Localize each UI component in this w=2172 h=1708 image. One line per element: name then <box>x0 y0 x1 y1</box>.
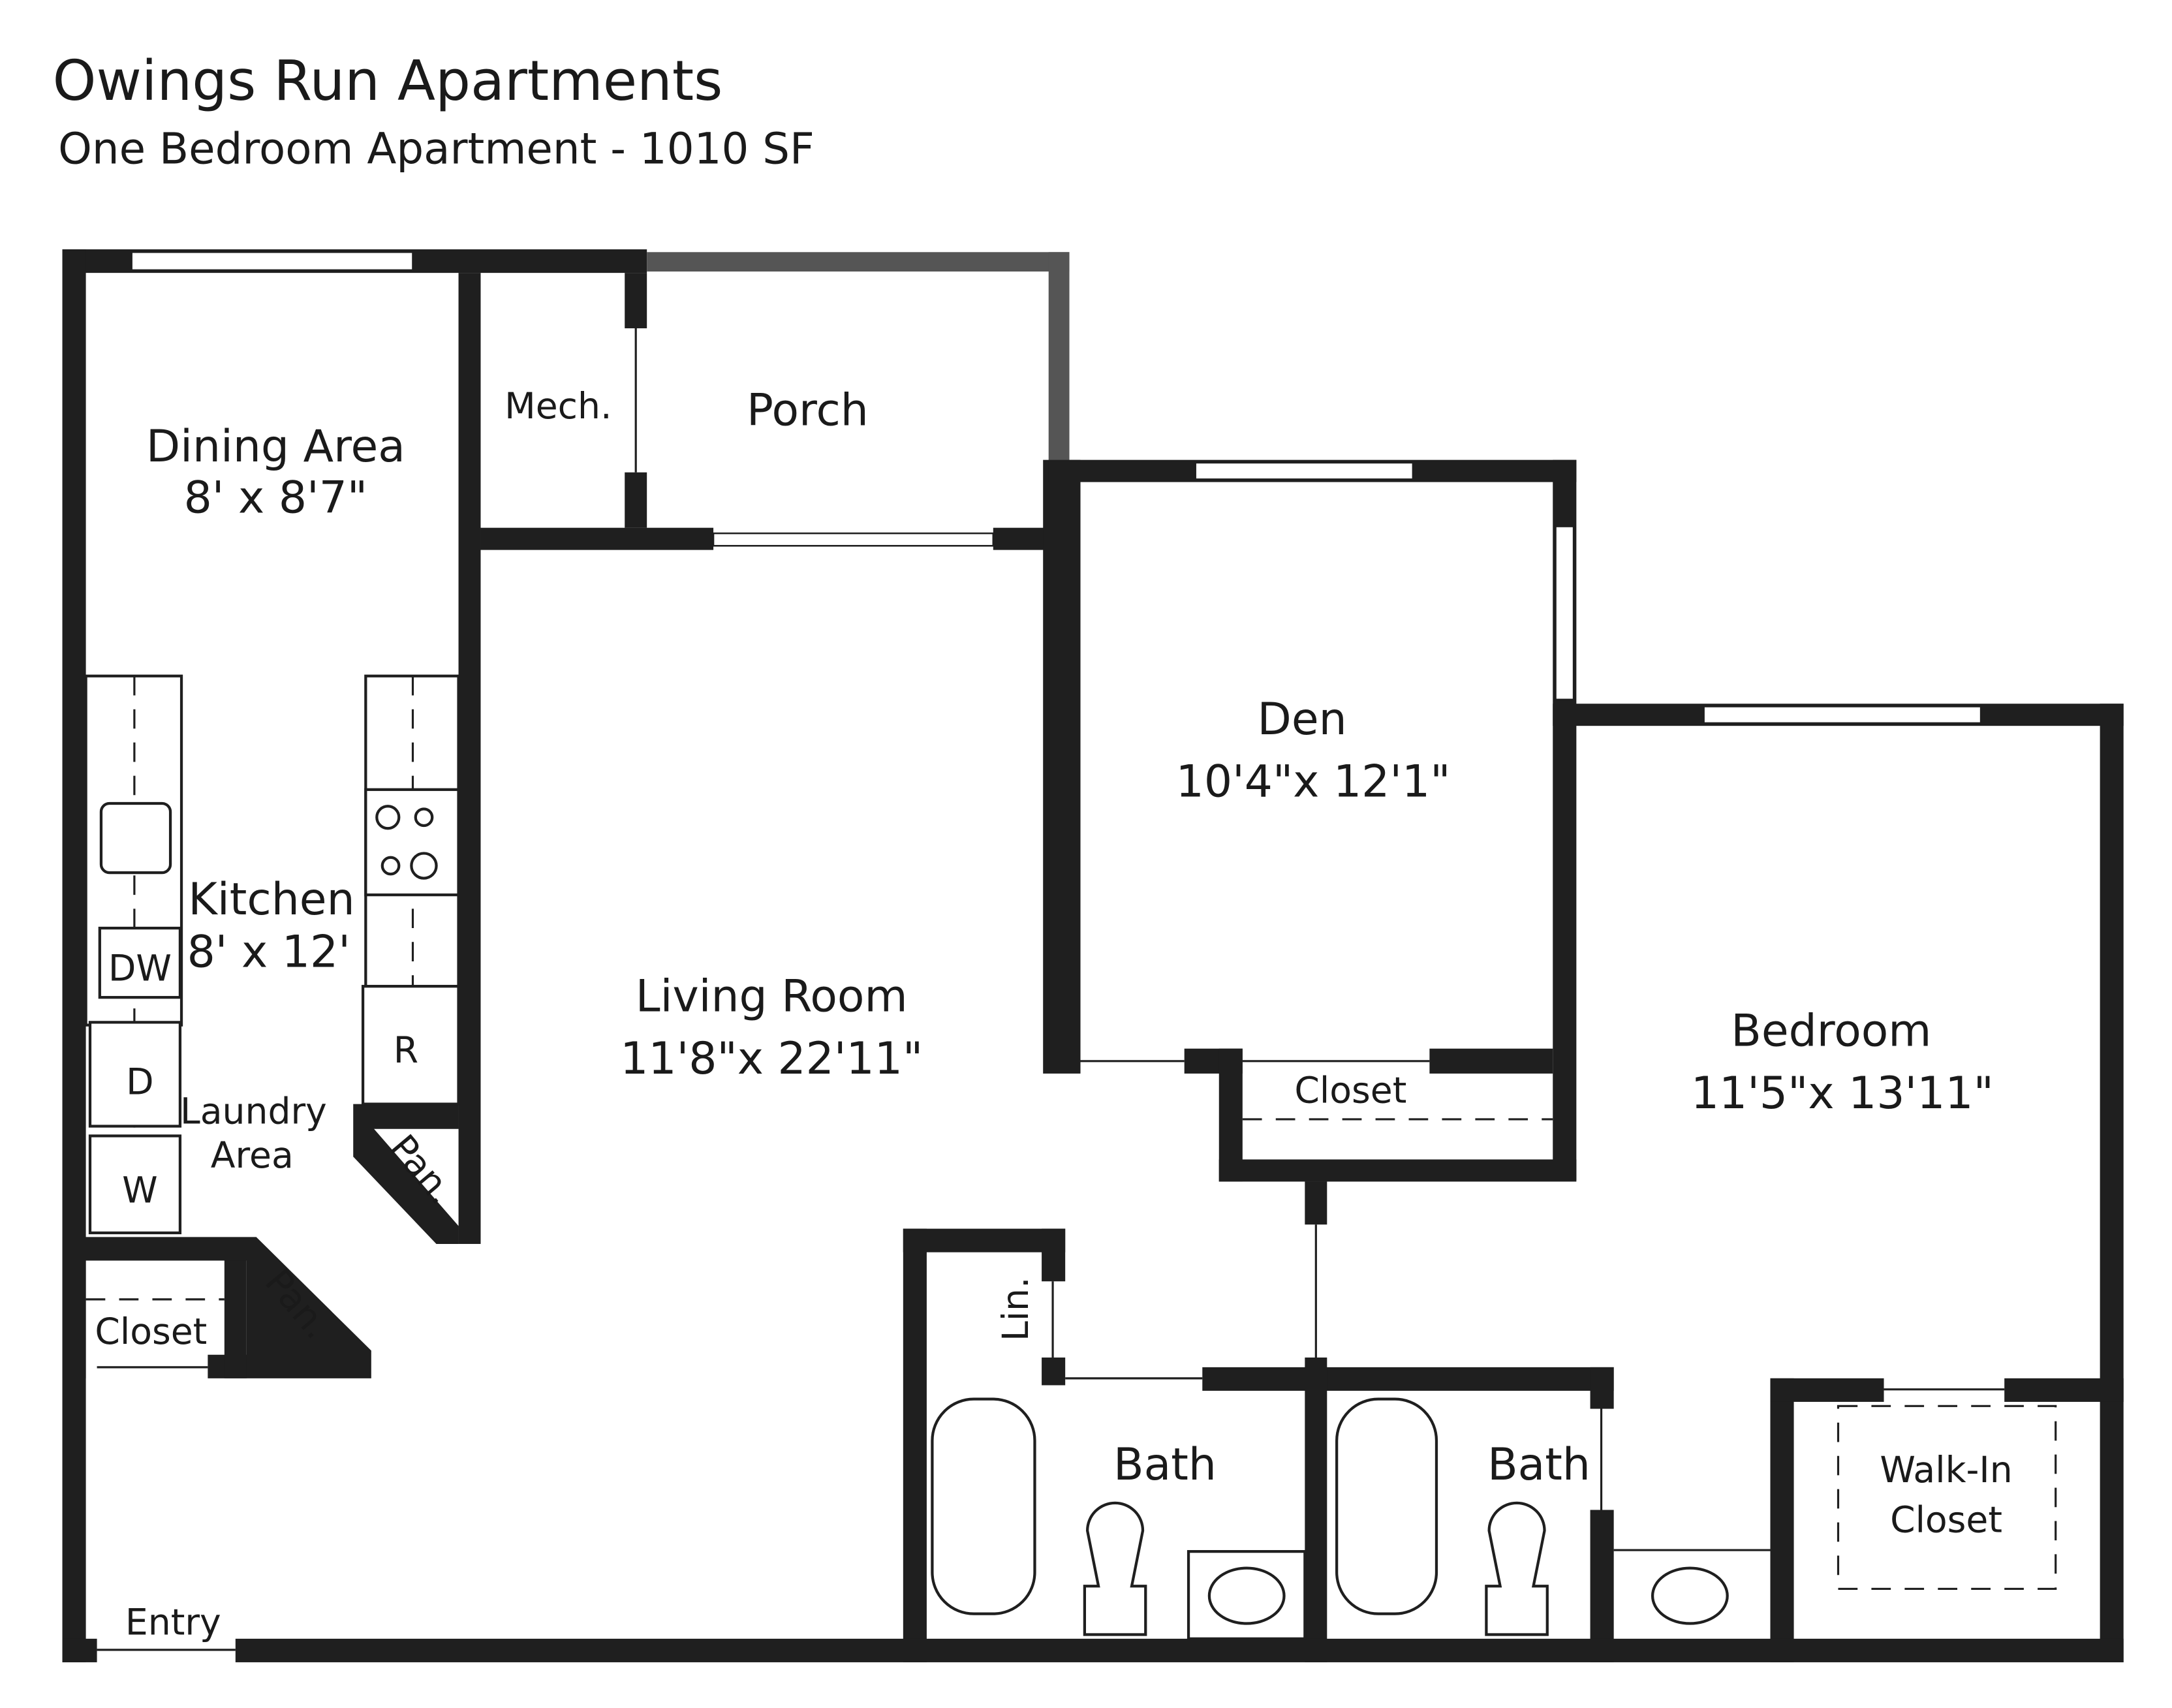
bath2-label: Bath <box>1487 1439 1590 1491</box>
sink-icon <box>99 801 172 875</box>
laundry-label: Laundry <box>180 1091 327 1132</box>
bath1-label: Bath <box>1113 1439 1217 1491</box>
laundry-label-2: Area <box>211 1135 294 1177</box>
plan-title: Owings Run Apartments <box>53 49 723 114</box>
kitchen-label: Kitchen <box>188 874 354 925</box>
washer-label: W <box>122 1170 158 1211</box>
mech-label: Mech. <box>504 386 612 427</box>
bedroom-dims: 11'5"x 13'11" <box>1691 1068 1994 1119</box>
dishwasher <box>98 926 182 999</box>
sink-icon <box>1207 1566 1286 1625</box>
refrigerator <box>361 985 460 1106</box>
walkin-closet-label: Walk-In <box>1880 1450 2012 1491</box>
labels: Dining Area 8' x 8'7" Mech. Porch Den 10… <box>95 385 2012 1644</box>
toilet-icon <box>1083 1501 1147 1636</box>
porch-label: Porch <box>747 385 869 437</box>
walls <box>62 249 2124 1662</box>
kitchen-dims: 8' x 12' <box>187 926 350 978</box>
living-room-label: Living Room <box>636 970 908 1022</box>
linen-label: Lin. <box>995 1277 1037 1341</box>
dryer <box>88 1021 182 1128</box>
bathtub-icon <box>1335 1397 1438 1615</box>
bedroom-label: Bedroom <box>1731 1005 1931 1057</box>
toilet-icon <box>1485 1501 1549 1636</box>
dining-dims: 8' x 8'7" <box>184 472 368 523</box>
entry-closet-label: Closet <box>95 1311 207 1353</box>
plan-subtitle: One Bedroom Apartment - 1010 SF <box>58 123 814 174</box>
entry-label: Entry <box>125 1602 221 1644</box>
den-closet-label: Closet <box>1294 1070 1406 1111</box>
living-room-dims: 11'8"x 22'11" <box>620 1033 923 1085</box>
fixtures <box>84 674 1729 1640</box>
dining-label: Dining Area <box>146 421 405 473</box>
walkin-closet-label-2: Closet <box>1890 1499 2002 1541</box>
sink-icon <box>1651 1566 1729 1625</box>
dryer-label: D <box>126 1062 153 1104</box>
den-dims: 10'4"x 12'1" <box>1176 756 1451 807</box>
stove-icon <box>364 788 460 897</box>
den-label: Den <box>1258 694 1347 745</box>
refrigerator-label: R <box>394 1030 418 1072</box>
dishwasher-label: DW <box>108 948 172 990</box>
washer <box>88 1134 182 1235</box>
bathtub-icon <box>931 1397 1036 1615</box>
